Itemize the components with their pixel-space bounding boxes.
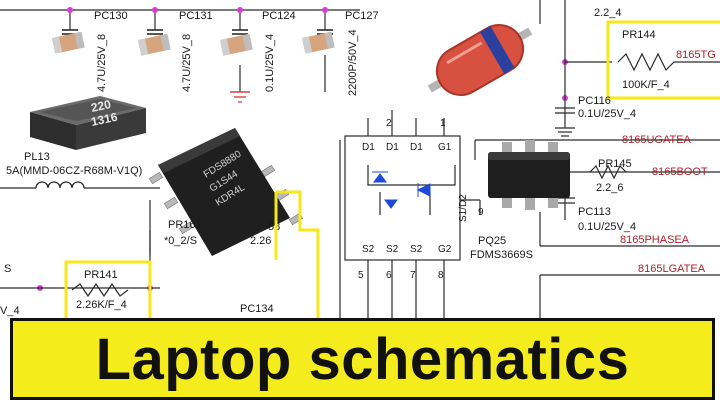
pc124-ref: PC124	[262, 10, 296, 22]
pq25-ref: PQ25	[478, 235, 506, 247]
pr141-ref: PR141	[84, 269, 118, 281]
pc131-ref: PC131	[179, 10, 213, 22]
pin-d1-c: D1	[410, 142, 423, 153]
pr161-value: *0_2/S	[164, 235, 197, 247]
diode-photo	[427, 24, 533, 96]
pin-g2: G2	[438, 244, 452, 255]
net-8165tg: 8165TG	[676, 49, 716, 61]
pc127-ref: PC127	[345, 10, 379, 22]
pin-s2-a: S2	[362, 244, 375, 255]
pr141-value: 2.26K/F_4	[76, 299, 127, 311]
pin-d1-a: D1	[362, 142, 375, 153]
s-fragment: S	[4, 263, 11, 275]
pin-s2-b: S2	[386, 244, 399, 255]
pc113-ref: PC113	[578, 206, 611, 218]
pr144-ref: PR144	[622, 29, 656, 41]
pin-num-6: 6	[386, 270, 392, 281]
pin-s1d2: S1/D2	[458, 194, 469, 222]
inductor-symbol	[0, 181, 160, 189]
pc116-value: 0.1U/25V_4	[578, 108, 636, 120]
pin-num-1: 1	[440, 118, 446, 129]
pc113-value: 0.1U/25V_4	[578, 221, 636, 233]
smd-capacitor-4	[302, 31, 335, 54]
net-8165ugatea: 8165UGATEA	[622, 134, 692, 146]
net-8165phasea: 8165PHASEA	[620, 234, 690, 246]
pq25-part: FDMS3669S	[470, 249, 533, 261]
pc130-value: 4.7U/25V_8	[96, 34, 108, 92]
pc131-value: 4.7U/25V_8	[181, 34, 193, 92]
pl13-value: 5A(MMD-06CZ-R68M-V1Q)	[6, 165, 142, 177]
pr144-value: 100K/F_4	[622, 79, 670, 91]
pin-s2-c: S2	[410, 244, 423, 255]
left-wires	[0, 200, 160, 289]
pr144-highlight	[606, 20, 720, 100]
title-banner: Laptop schematics	[10, 318, 715, 400]
pr141-highlight	[64, 260, 152, 318]
pin-num-7: 7	[410, 270, 416, 281]
r226-label: 2.26	[250, 235, 271, 247]
net-8165boot: 8165BOOT	[652, 166, 708, 178]
mosfet-diodes	[372, 171, 431, 209]
pr145-value: 2.2_6	[596, 182, 624, 194]
title-text: Laptop schematics	[95, 326, 630, 392]
smd-capacitor-3	[220, 33, 253, 56]
inductor-marking-2: 1316	[90, 110, 119, 129]
pr145-ref: PR145	[598, 158, 632, 170]
pc124-value: 0.1U/25V_4	[264, 34, 276, 92]
smd-capacitor-1	[52, 31, 85, 54]
capacitor-symbols	[62, 29, 333, 35]
pr-top-value: 2.2_4	[594, 7, 622, 19]
pin-g1: G1	[438, 142, 452, 153]
pc130-ref: PC130	[94, 10, 128, 22]
pin-num-9: 9	[478, 207, 484, 218]
v4-fragment: V_4	[0, 305, 20, 317]
pr161-ref: PR161	[168, 219, 202, 231]
pin-num-2: 2	[386, 118, 392, 129]
pc116-ref: PC116	[578, 95, 611, 107]
pc134-highlight	[274, 190, 320, 318]
pin-d1-b: D1	[386, 142, 399, 153]
smd-capacitor-2	[138, 33, 171, 56]
inductor-marking-1: 220	[90, 97, 113, 115]
pin-num-5: 5	[358, 270, 364, 281]
net-8165lgatea: 8165LGATEA	[638, 263, 706, 275]
pin-num-8: 8	[438, 270, 444, 281]
r58-label: 58	[268, 221, 280, 233]
ground-symbol	[230, 91, 250, 103]
pc134-ref: PC134	[240, 303, 274, 315]
sot-chip-photo	[488, 140, 570, 210]
pc127-value: 2200P/50V_4	[347, 29, 359, 96]
inductor-photo: 220 1316	[30, 96, 146, 150]
ic-chip-photo: FDS8880 G1S44 KDR4L	[148, 128, 304, 256]
pl13-ref: PL13	[24, 151, 50, 163]
capacitor-row	[0, 9, 360, 92]
